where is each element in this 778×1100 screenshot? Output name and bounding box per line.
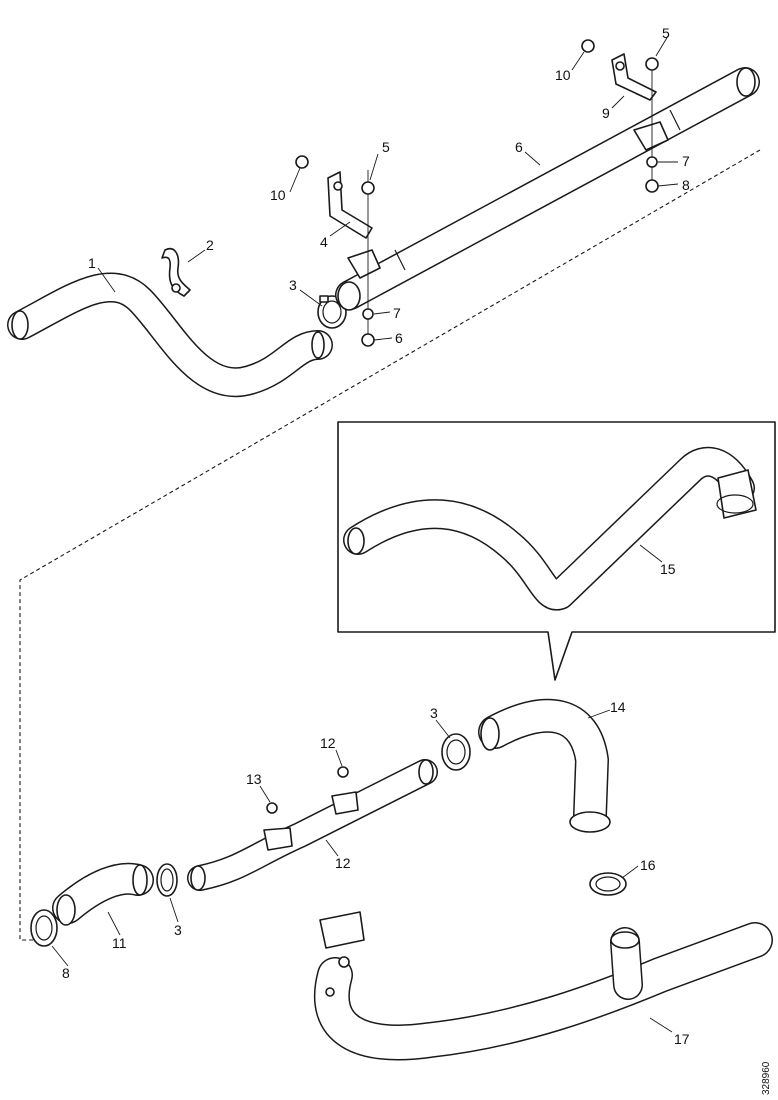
callout-16: 16 (640, 857, 656, 873)
inset-detail (337, 421, 776, 681)
bracket-4 (327, 171, 381, 279)
bolt-stack-upper (581, 39, 659, 193)
callout-5-a: 5 (382, 139, 390, 155)
callout-8-lower: 8 (62, 965, 70, 981)
pipe-1 (7, 272, 333, 398)
bracket-9 (611, 53, 669, 151)
figure-id: 328960 (761, 1061, 772, 1095)
callout-13: 13 (246, 771, 262, 787)
clamp-16 (589, 872, 627, 896)
callout-3-c: 3 (174, 922, 182, 938)
pipe-14 (478, 698, 611, 833)
pipe-11 (52, 862, 154, 926)
clamp-3-lower (156, 863, 178, 897)
clamp-8 (30, 909, 58, 947)
callout-1: 1 (88, 255, 96, 271)
callout-12-a: 12 (320, 735, 336, 751)
callout-3-a: 3 (289, 277, 297, 293)
callout-10-b: 10 (555, 67, 571, 83)
callout-10-a: 10 (270, 187, 286, 203)
bracket-2 (161, 248, 191, 297)
callout-12-b: 12 (335, 855, 351, 871)
dashed-connector (19, 149, 761, 941)
callout-8-upper: 8 (682, 177, 690, 193)
callout-2: 2 (206, 237, 214, 253)
callout-9: 9 (602, 105, 610, 121)
callout-4: 4 (320, 234, 328, 250)
callout-6-b: 6 (515, 139, 523, 155)
callouts: 1 2 3 4 5 10 7 6 6 5 10 9 7 8 15 14 3 12… (62, 25, 690, 1047)
callout-11: 11 (112, 935, 127, 951)
callout-14: 14 (610, 699, 626, 715)
callout-3-b: 3 (430, 705, 438, 721)
clamp-3-middle (441, 733, 471, 771)
callout-15: 15 (660, 561, 676, 577)
callout-5-b: 5 (662, 25, 670, 41)
callout-7-a: 7 (393, 305, 401, 321)
pipe-6 (335, 67, 760, 311)
pipe-17 (313, 911, 773, 1061)
callout-7-b: 7 (682, 153, 690, 169)
pipe-12 (187, 759, 438, 891)
callout-6-a: 6 (395, 330, 403, 346)
leader-lines (51, 35, 679, 1033)
bolt-stack-lower (295, 155, 375, 347)
callout-17: 17 (674, 1031, 690, 1047)
